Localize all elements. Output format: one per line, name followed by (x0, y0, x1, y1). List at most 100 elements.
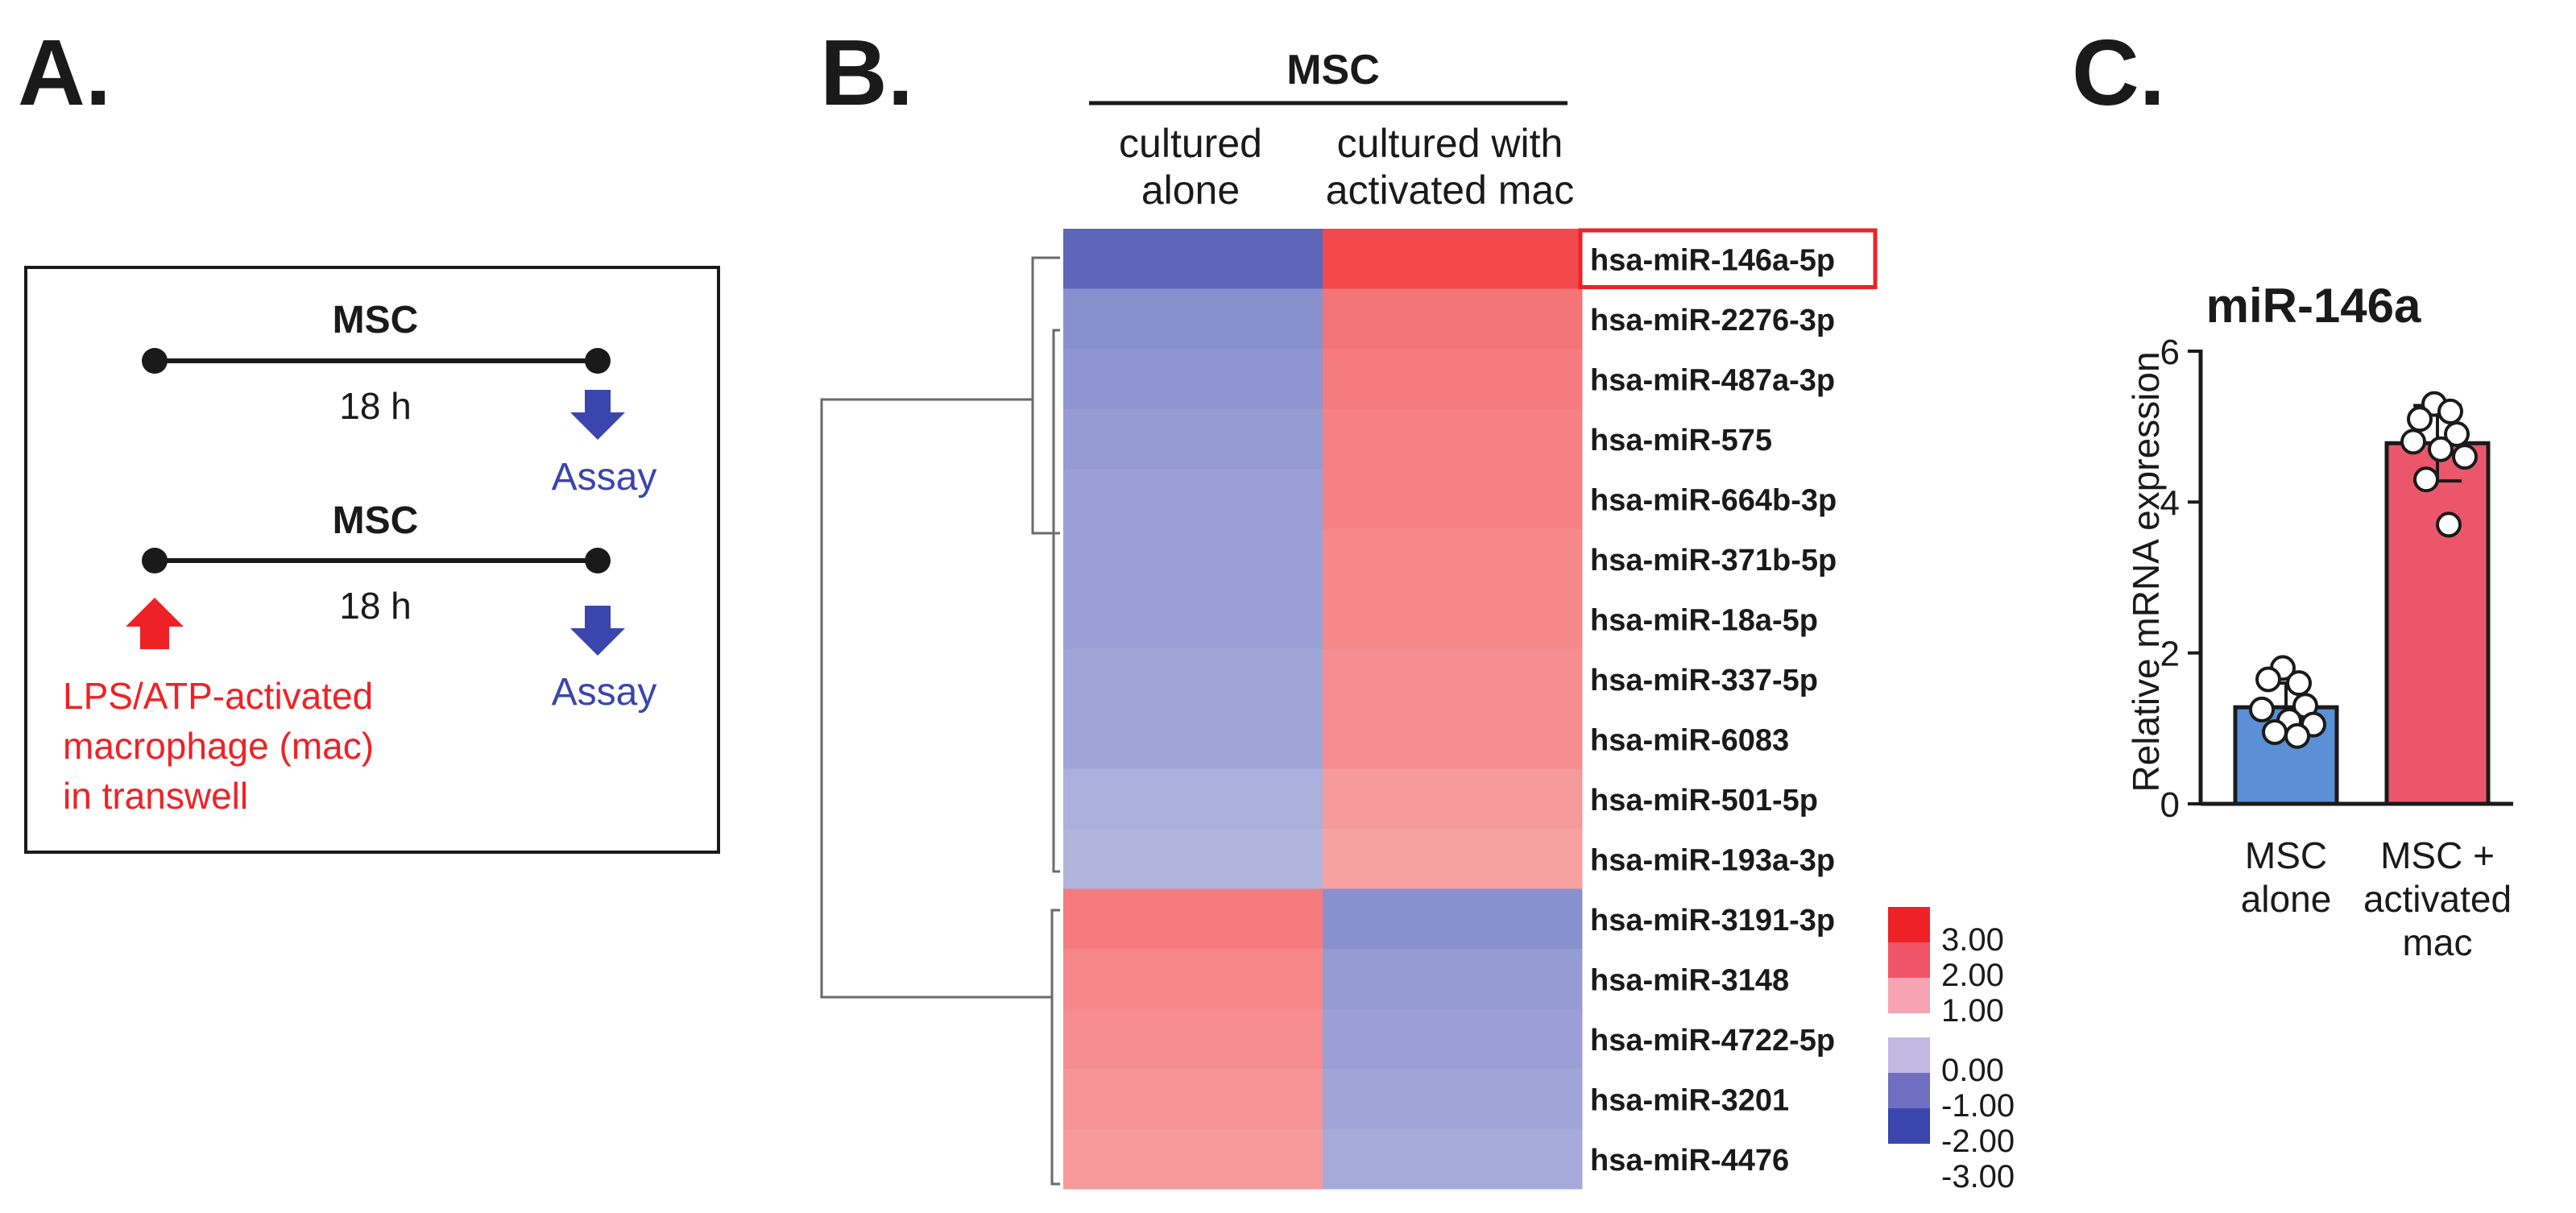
scale-swatch (1888, 1108, 1930, 1144)
data-point (2407, 406, 2433, 433)
heatmap-cell (1063, 1008, 1323, 1070)
data-point (2413, 466, 2439, 493)
row2-end-dot (585, 548, 611, 573)
heatmap-cell (1323, 888, 1583, 950)
row-label: hsa-miR-501-5p (1590, 784, 1818, 818)
row-label: hsa-miR-3201 (1590, 1083, 1789, 1117)
panel-c-bar-chart: miR-146a Relative mRNA expression 0 2 4 6 M… (2125, 279, 2513, 963)
highlight-box (1578, 228, 1878, 289)
down-arrow-icon (570, 390, 625, 440)
heatmap-cell (1063, 589, 1323, 649)
row-label: hsa-miR-575 (1590, 424, 1772, 457)
column-1-header-line2: alone (1141, 168, 1240, 213)
chart-points (2249, 391, 2478, 749)
heatmap-cell (1323, 829, 1583, 889)
heatmap-cell (1063, 349, 1323, 409)
scale-swatch (1888, 907, 1930, 942)
up-arrow-icon (126, 598, 184, 649)
row-label: hsa-miR-3191-3p (1590, 904, 1835, 938)
scale-tick-label: -3.00 (1941, 1159, 2015, 1194)
heatmap-cell (1323, 709, 1583, 769)
scale-tick-label: 0.00 (1941, 1053, 2004, 1088)
stimulus-line-2: macrophage (mac) (63, 725, 374, 767)
data-point (2436, 511, 2462, 538)
y-tick-label: 2 (2160, 635, 2180, 674)
panel-a-diagram: MSC 18 h Assay MSC 18 h Assay LPS/ATP-ac… (24, 266, 720, 854)
heatmap-cell (1063, 229, 1323, 289)
scale-swatch (1888, 978, 1930, 1013)
y-tick-label: 0 (2160, 785, 2180, 825)
column-2-header-line2: activated mac (1326, 168, 1574, 213)
x-tick-label: MSC + (2380, 834, 2495, 876)
chart-title: miR-146a (2206, 279, 2421, 333)
y-tick-label: 6 (2160, 333, 2180, 372)
heatmap-cell (1323, 229, 1583, 289)
row1-start-dot (142, 348, 168, 374)
row1-assay-label: Assay (552, 456, 657, 499)
data-point (2428, 436, 2454, 462)
heatmap-cell (1063, 949, 1323, 1009)
scale-tick-label: 2.00 (1941, 958, 2004, 993)
heatmap-cell (1323, 288, 1583, 350)
stimulus-line-1: LPS/ATP-activated (63, 675, 373, 717)
heatmap-cell (1063, 528, 1323, 590)
scale-tick-label: -2.00 (1941, 1124, 2015, 1159)
heatmap-cell (1063, 288, 1323, 350)
data-point (2262, 719, 2288, 746)
row2-msc-label: MSC (333, 499, 419, 542)
heatmap-cell (1063, 1128, 1323, 1190)
row1-duration: 18 h (339, 385, 412, 427)
column-1-header-line1: cultured (1119, 121, 1262, 166)
row2-start-dot (142, 548, 168, 573)
row1-end-dot (585, 348, 611, 374)
column-2-header-line1: cultured with (1337, 121, 1563, 166)
scale-swatch (1888, 1073, 1930, 1108)
data-point (2452, 444, 2478, 470)
panel-a-frame (24, 266, 720, 854)
heatmap-cell (1323, 349, 1583, 409)
heatmap-cell (1323, 1008, 1583, 1070)
heatmap-cell (1323, 1128, 1583, 1190)
color-scale-legend: 3.002.001.000.00-1.00-2.00-3.00 (1888, 907, 2015, 1194)
row-label: hsa-miR-4722-5p (1590, 1024, 1835, 1058)
scale-tick-label: 1.00 (1941, 993, 2004, 1029)
y-axis-label: Relative mRNA expression (2125, 351, 2167, 792)
x-tick-label: mac (2403, 921, 2473, 963)
heatmap-cell (1323, 949, 1583, 1009)
data-point (2400, 428, 2426, 455)
data-point (2286, 670, 2312, 697)
row-label: hsa-miR-18a-5p (1590, 603, 1818, 637)
bar (2384, 441, 2491, 806)
heatmap-cells (1063, 229, 1583, 1190)
heatmap-cell (1063, 408, 1323, 470)
heatmap-cell (1063, 888, 1323, 950)
heatmap-row-labels: hsa-miR-146a-5phsa-miR-2276-3phsa-miR-48… (1590, 243, 1837, 1178)
heatmap-cell (1323, 469, 1583, 529)
heatmap-cell (1323, 648, 1583, 710)
heatmap-cell (1063, 829, 1323, 889)
data-point (2284, 722, 2310, 749)
heatmap-cell (1063, 768, 1323, 830)
y-tick-label: 4 (2160, 483, 2180, 523)
heatmap-cell (1323, 589, 1583, 649)
scale-swatch (1888, 1037, 1930, 1073)
row-label: hsa-miR-146a-5p (1590, 243, 1835, 277)
down-arrow-icon (570, 606, 625, 656)
row1-msc-label: MSC (333, 299, 419, 342)
row-label: hsa-miR-487a-3p (1590, 363, 1835, 397)
scale-swatch (1888, 942, 1930, 978)
panel-c-letter: C. (2072, 20, 2165, 125)
heatmap-cell (1323, 768, 1583, 830)
data-point (2444, 421, 2470, 448)
row-label: hsa-miR-664b-3p (1590, 483, 1837, 517)
row-label: hsa-miR-371b-5p (1590, 544, 1837, 578)
row-label: hsa-miR-3148 (1590, 963, 1789, 997)
heatmap-cell (1063, 709, 1323, 769)
row-label: hsa-miR-6083 (1590, 723, 1789, 757)
panel-a-letter: A. (18, 20, 111, 125)
heatmap-cell (1323, 1069, 1583, 1129)
row2-duration: 18 h (339, 585, 412, 627)
panel-b-letter: B. (820, 20, 913, 125)
data-point (2249, 696, 2275, 722)
